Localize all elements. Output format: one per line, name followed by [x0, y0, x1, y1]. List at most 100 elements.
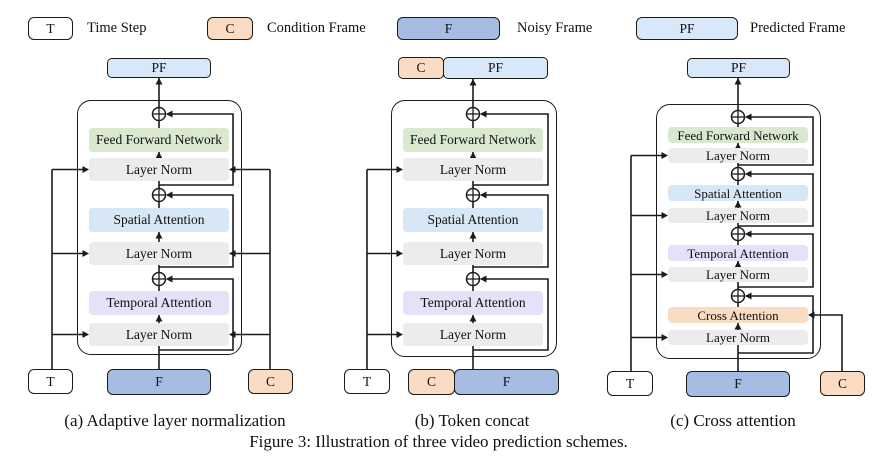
- arrowhead-up: [469, 232, 477, 239]
- arrowhead-left: [166, 275, 173, 283]
- arrowhead-up: [734, 323, 742, 330]
- condition-frame-line: [231, 168, 271, 369]
- condition-frame-input-box: C: [248, 369, 293, 394]
- timestep-line: [366, 168, 401, 369]
- arrowhead-up: [734, 78, 742, 85]
- residual-line: [159, 278, 234, 351]
- arrowhead-left: [745, 230, 752, 238]
- arrowhead-left: [480, 275, 487, 283]
- caption-c: (c) Cross attention: [670, 411, 796, 430]
- condition-frame-output-box: C: [398, 57, 444, 79]
- residual-line: [159, 113, 234, 186]
- legend-noisy-box: F: [397, 17, 500, 40]
- legend-timestep-key: T: [46, 20, 55, 36]
- arrowhead-up: [469, 152, 477, 159]
- add-icon: [465, 271, 481, 287]
- arrowhead-right: [82, 166, 89, 173]
- arrowhead-left: [745, 113, 752, 121]
- temporal-attention-block: Temporal Attention: [668, 245, 808, 261]
- arrowhead-right: [396, 250, 403, 257]
- arrowhead-right: [82, 250, 89, 257]
- noisy-frame-input-box: F: [686, 371, 790, 397]
- arrowhead-left: [745, 292, 752, 300]
- feed-forward-block: Feed Forward Network: [89, 128, 229, 152]
- add-icon: [730, 288, 746, 304]
- predicted-frame-output-box: PF: [687, 58, 790, 78]
- arrowhead-left: [745, 170, 752, 178]
- layer-norm-block: Layer Norm: [403, 242, 543, 265]
- arrowhead-up: [469, 79, 477, 86]
- feed-forward-block: Feed Forward Network: [668, 127, 808, 143]
- spatial-attention-block: Spatial Attention: [403, 208, 543, 232]
- arrowhead-left: [480, 191, 487, 199]
- predicted-frame-output-box: PF: [107, 58, 211, 78]
- layer-norm-block: Layer Norm: [668, 208, 808, 223]
- arrowhead-right: [661, 152, 668, 159]
- noisy-frame-input-box: F: [107, 369, 211, 395]
- arrowhead-up: [155, 152, 163, 159]
- legend-predicted-key: PF: [679, 20, 695, 36]
- feed-forward-block: Feed Forward Network: [403, 128, 543, 152]
- condition-frame-input-box: C: [408, 369, 455, 395]
- cross-attention-block: Cross Attention: [668, 307, 808, 323]
- residual-line: [473, 278, 549, 351]
- layer-norm-block: Layer Norm: [668, 148, 808, 163]
- arrowhead-right: [396, 166, 403, 173]
- add-icon: [151, 106, 167, 122]
- arrowhead-left: [229, 331, 236, 338]
- add-icon: [151, 271, 167, 287]
- legend-timestep-box: T: [28, 17, 73, 40]
- add-icon: [465, 187, 481, 203]
- legend-timestep-label: Time Step: [87, 20, 147, 36]
- caption-b: (b) Token concat: [414, 411, 530, 430]
- legend-condition-label: Condition Frame: [267, 20, 366, 36]
- arrowhead-left: [808, 311, 815, 319]
- arrowhead-up: [155, 315, 163, 322]
- residual-line: [473, 113, 549, 186]
- add-icon: [730, 226, 746, 242]
- add-icon: [151, 187, 167, 203]
- time-step-input-box: T: [607, 371, 653, 396]
- arrowhead-up: [734, 143, 742, 150]
- legend-condition-box: C: [207, 17, 253, 40]
- legend-noisy-label: Noisy Frame: [517, 20, 593, 36]
- residual-line: [738, 116, 814, 166]
- layer-norm-block: Layer Norm: [403, 158, 543, 181]
- legend-condition-key: C: [225, 20, 235, 36]
- diagram-a-lines: [51, 78, 271, 369]
- residual-line: [738, 295, 814, 354]
- layer-norm-block: Layer Norm: [89, 323, 229, 346]
- arrowhead-left: [229, 250, 236, 257]
- transformer-block-outline: [391, 100, 557, 357]
- add-icon: [465, 106, 481, 122]
- residual-line: [738, 233, 814, 288]
- arrowhead-right: [396, 331, 403, 338]
- transformer-block-outline: [77, 100, 242, 355]
- timestep-line: [630, 154, 666, 371]
- arrowhead-right: [661, 212, 668, 219]
- noisy-frame-input-box: F: [454, 369, 559, 395]
- diagram-c-lines: [630, 78, 843, 371]
- legend-predicted-box: PF: [636, 17, 738, 40]
- layer-norm-block: Layer Norm: [89, 242, 229, 265]
- arrowhead-right: [82, 331, 89, 338]
- time-step-input-box: T: [28, 369, 73, 394]
- add-icon: [730, 166, 746, 182]
- layer-norm-block: Layer Norm: [89, 158, 229, 181]
- diagram-b-lines: [366, 79, 549, 369]
- arrowhead-left: [229, 166, 236, 173]
- arrowhead-up: [469, 315, 477, 322]
- time-step-input-box: T: [344, 369, 390, 394]
- temporal-attention-block: Temporal Attention: [89, 291, 229, 315]
- arrowhead-left: [166, 110, 173, 118]
- layer-norm-block: Layer Norm: [668, 267, 808, 282]
- arrowhead-up: [734, 261, 742, 268]
- transformer-block-outline: [656, 104, 821, 359]
- arrowhead-right: [661, 271, 668, 278]
- condition-frame-input-box: C: [820, 371, 865, 396]
- temporal-attention-block: Temporal Attention: [403, 291, 543, 315]
- spatial-attention-block: Spatial Attention: [89, 208, 229, 232]
- add-icon: [730, 109, 746, 125]
